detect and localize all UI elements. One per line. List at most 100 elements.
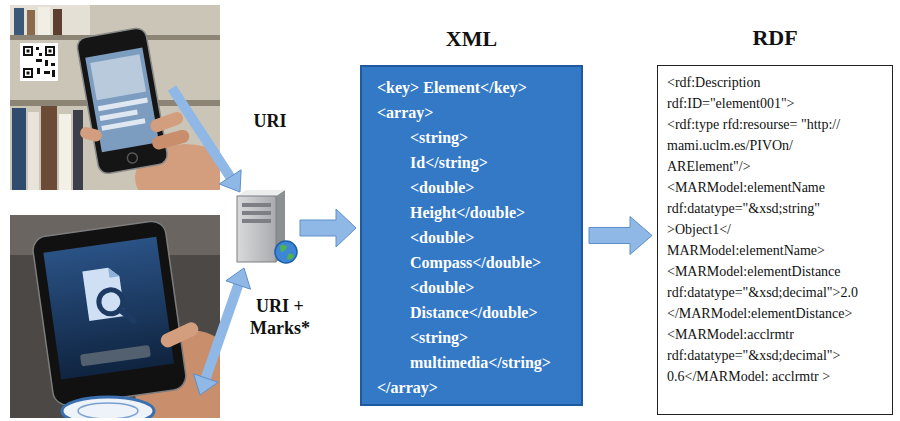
finger <box>151 128 191 150</box>
qr-module <box>27 50 30 53</box>
arrow-shaft <box>206 285 238 378</box>
finger <box>158 320 200 350</box>
arrow-shaft <box>172 88 230 177</box>
code-line: rdf:datatype="&xsd;string" <box>667 198 820 219</box>
code-line: rdf:ID="element001"> <box>667 93 795 114</box>
qr-module <box>45 46 55 56</box>
book <box>73 110 83 190</box>
qr-module <box>49 50 52 53</box>
code-line: <string> <box>410 325 468 350</box>
server-to-xml-arrow <box>300 209 356 247</box>
book <box>53 9 62 35</box>
box-heading: XML <box>362 25 581 53</box>
thumb <box>79 126 103 143</box>
qr-module <box>23 46 33 56</box>
book <box>14 8 24 35</box>
code-line: <double> <box>410 275 474 300</box>
phone-screen <box>43 237 174 380</box>
code-line: MARModel:elementName> <box>667 240 825 261</box>
phone-body <box>31 220 187 407</box>
server-top <box>237 190 285 196</box>
code-line: multimedia</string> <box>410 350 551 375</box>
nfc-tag <box>78 403 138 418</box>
book <box>28 112 39 190</box>
code-line: Height</double> <box>410 200 525 225</box>
code-line: <MARModel:acclrmtr <box>667 324 794 345</box>
shelf-books <box>10 5 90 35</box>
arrow-head <box>219 170 241 192</box>
code-line: <rdf:Description <box>667 72 760 93</box>
server-slot <box>242 203 271 207</box>
arrow-head <box>226 268 251 289</box>
finger <box>149 110 185 134</box>
code-line: <double> <box>410 175 474 200</box>
qr-module <box>36 59 42 62</box>
document-icon <box>82 266 125 321</box>
code-line: Compass</double> <box>410 250 541 275</box>
book <box>12 108 26 190</box>
code-line: 0.6</MARModel: acclrmtr > <box>667 366 830 387</box>
photo-qr-scan <box>10 5 220 190</box>
code-line: <double> <box>410 225 474 250</box>
qr-module <box>25 70 31 76</box>
qr-module <box>39 53 42 56</box>
home-button <box>127 152 139 164</box>
code-line: Id</string> <box>410 150 488 175</box>
qr-module <box>45 60 48 66</box>
globe-land <box>280 245 294 260</box>
phone-body <box>76 27 169 175</box>
qr-module <box>23 68 33 78</box>
code-line: <string> <box>410 125 468 150</box>
phone <box>31 220 187 407</box>
uri-marks-arrow <box>194 268 251 395</box>
photo-nfc-read <box>10 215 220 418</box>
qr-module <box>52 70 55 77</box>
qr-module <box>47 48 53 54</box>
qr-module <box>37 68 40 74</box>
code-line: <rdf:type rfd:resourse= "http:// <box>667 114 840 135</box>
code-line: <MARModel:elementDistance <box>667 261 841 282</box>
code-line: mami.uclm.es/PIVOn/ <box>667 135 793 156</box>
arrow-head <box>194 374 219 395</box>
qr-module <box>44 71 50 74</box>
code-line: </MARModel:elementDistance> <box>667 303 852 324</box>
code-line: ARElement"/> <box>667 156 751 177</box>
book <box>27 10 35 35</box>
xml-box: XML<key> Element</key><array><string>Id<… <box>360 65 583 406</box>
uri-arrow <box>172 88 241 192</box>
server-slot <box>242 219 271 223</box>
screen-content <box>98 98 148 112</box>
code-line: </array> <box>377 375 438 400</box>
box-heading: RDF <box>658 24 892 52</box>
code-line: <MARModel:elementName <box>667 177 825 198</box>
qr-module <box>36 47 39 50</box>
server-icon <box>237 190 297 263</box>
book <box>59 114 71 190</box>
magnifier-handle <box>120 308 134 323</box>
arrow-label: URI <box>240 110 300 132</box>
screen-button <box>80 345 151 367</box>
screen-content <box>101 118 145 131</box>
arrow-label: URI + Marks* <box>244 295 316 339</box>
flow-arrow <box>589 217 652 255</box>
screen-content <box>100 109 138 121</box>
phone <box>76 27 169 175</box>
qr-code <box>20 43 58 81</box>
code-line: <key> Element</key> <box>377 75 527 100</box>
code-line: <array> <box>377 100 433 125</box>
qr-module <box>27 72 30 75</box>
book <box>41 106 57 190</box>
server-face <box>237 196 276 262</box>
nfc-tag <box>62 397 154 418</box>
code-line: rdf:datatype="&xsd;decimal">2.0 <box>667 282 858 303</box>
globe <box>275 241 297 263</box>
document-fold <box>108 266 119 277</box>
code-line: rdf:datatype="&xsd;decimal"> <box>667 345 840 366</box>
rdf-box: RDF<rdf:Descriptionrdf:ID="element001"><… <box>657 65 893 415</box>
book <box>38 7 50 35</box>
code-line: >Object1</ <box>667 219 731 240</box>
qr-module <box>51 63 55 66</box>
qr-module <box>25 48 31 54</box>
code-line: Distance</double> <box>410 300 538 325</box>
